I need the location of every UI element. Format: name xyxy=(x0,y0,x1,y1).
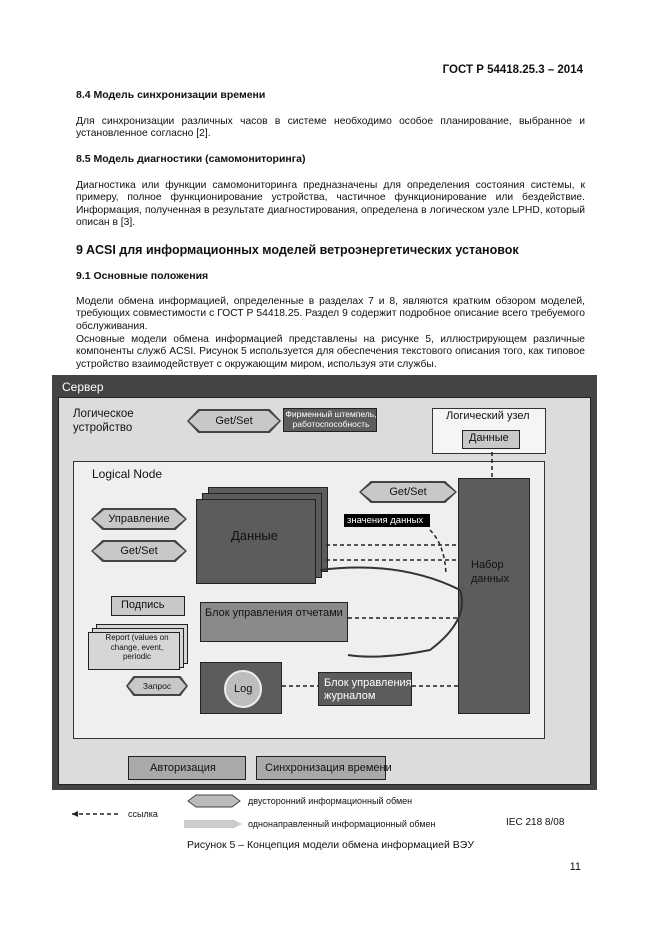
heading-8-4: 8.4 Модель синхронизации времени xyxy=(76,89,266,101)
figure-caption: Рисунок 5 – Концепция модели обмена инфо… xyxy=(186,839,475,851)
subscribe-label: Подпись xyxy=(121,599,165,611)
report-block-box xyxy=(200,602,348,642)
log-icon xyxy=(224,670,262,708)
standard-number: ГОСТ Р 54418.25.3 – 2014 xyxy=(442,64,583,76)
report-box xyxy=(88,632,180,670)
log-label: Log xyxy=(234,683,253,695)
paragraph-8-4: Для синхронизации различных часов в сист… xyxy=(76,116,585,140)
page-number: 11 xyxy=(569,861,581,873)
data-set-label: Набор данных xyxy=(471,559,510,585)
logical-device-label: Логическое устройство xyxy=(73,408,134,434)
values-tag: значения данных xyxy=(344,514,430,527)
logical-node-label: Logical Node xyxy=(92,467,163,481)
nameplate-box xyxy=(283,408,377,432)
control-hex: Управление xyxy=(93,510,185,528)
report-label: Report (values on change, event, periodi… xyxy=(105,633,169,661)
server-label: Сервер xyxy=(62,380,104,394)
paragraph-9-1-b: Основные модели обмена информацией предс… xyxy=(76,334,585,370)
data-big-label: Данные xyxy=(231,528,278,543)
get-set-top-hex: Get/Set xyxy=(189,411,279,431)
legend-symbols xyxy=(72,794,242,828)
data-small-box xyxy=(462,430,520,449)
heading-8-5: 8.5 Модель диагностики (самомониторинга) xyxy=(76,153,306,165)
legend-link: ссылка xyxy=(128,809,158,819)
heading-9-1: 9.1 Основные положения xyxy=(76,270,209,282)
paragraph-9-1-a: Модели обмена информацией, определенные … xyxy=(76,296,585,332)
nameplate-label: Фирменный штемпель, работоспособность xyxy=(285,409,377,429)
log-block-box xyxy=(318,672,412,706)
authorization-box xyxy=(128,756,246,780)
heading-9: 9 ACSI для информационных моделей ветроэ… xyxy=(76,243,519,257)
get-set-right-hex: Get/Set xyxy=(361,483,455,501)
query-hex: Запрос xyxy=(128,678,186,694)
legend-one-way: однонаправленный информационный обмен xyxy=(248,819,436,829)
legend-iec: IEC 218 8/08 xyxy=(506,817,565,828)
time-sync-label: Синхронизация времени xyxy=(265,762,392,774)
data-set-box xyxy=(458,478,530,714)
legend-two-way: двусторонний информационный обмен xyxy=(248,796,413,806)
get-set-left-hex: Get/Set xyxy=(93,542,185,560)
time-sync-box xyxy=(256,756,386,780)
report-block-label: Блок управления отчетами xyxy=(205,607,343,619)
data-small-label: Данные xyxy=(469,432,509,444)
logical-node-box-label: Логический узел xyxy=(446,410,530,422)
data-big-box xyxy=(196,499,316,584)
paragraph-8-5: Диагностика или функции самомониторинга … xyxy=(76,180,585,229)
log-block-label: Блок управления журналом xyxy=(324,677,412,702)
authorization-label: Авторизация xyxy=(150,762,216,774)
subscribe-box xyxy=(111,596,185,616)
